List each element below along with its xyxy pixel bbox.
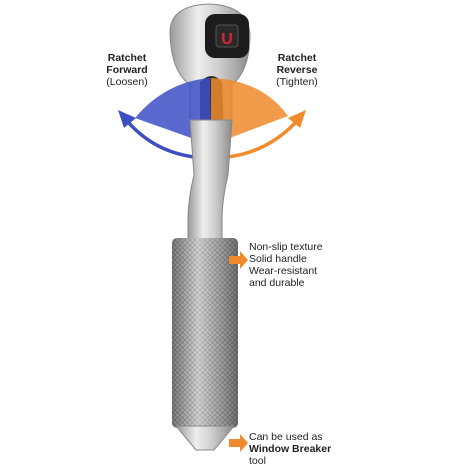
breaker-arrow-icon: [229, 434, 248, 452]
feature-item: Wear-resistant: [249, 265, 318, 277]
reverse-sub: (Tighten): [276, 76, 318, 88]
ratchet-reverse-label: Ratchet Reverse (Tighten): [262, 52, 332, 88]
forward-title-2: Forward: [106, 64, 148, 76]
breaker-line-1: Can be used as: [249, 431, 323, 443]
wrench-shaft: [187, 119, 233, 241]
magnet-icon: U: [221, 31, 233, 48]
breaker-line-3: tool: [249, 455, 266, 467]
feature-list: Non-slip texture Solid handle Wear-resis…: [249, 241, 369, 289]
reverse-title-1: Ratchet: [277, 52, 317, 64]
feature-item: Solid handle: [249, 253, 307, 265]
feature-arrow-icon: [229, 251, 248, 269]
breaker-tip: [174, 425, 236, 451]
breaker-line-2: Window Breaker: [249, 443, 332, 455]
reverse-title-2: Reverse: [276, 64, 318, 76]
window-breaker-label: Can be used as Window Breaker tool: [249, 431, 389, 467]
forward-sub: (Loosen): [106, 76, 148, 88]
feature-item: Non-slip texture: [249, 241, 323, 253]
ratchet-forward-label: Ratchet Forward (Loosen): [92, 52, 162, 88]
feature-item: and durable: [249, 277, 305, 289]
forward-title-1: Ratchet: [107, 52, 147, 64]
